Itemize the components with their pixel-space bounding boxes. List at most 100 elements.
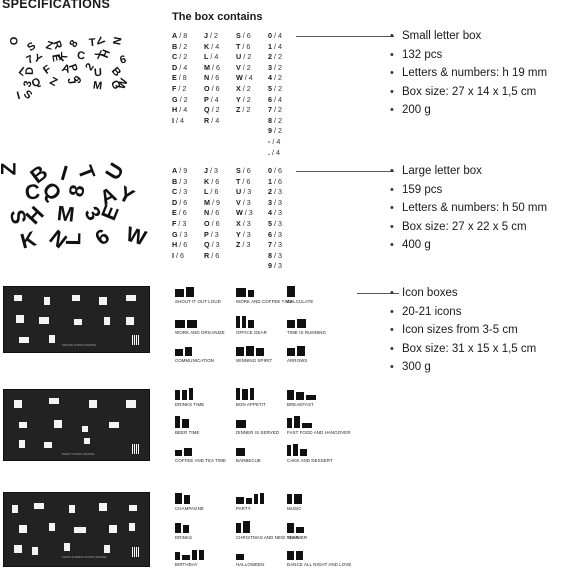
- cell-separator: /: [272, 176, 278, 186]
- table-cell: A / 9: [172, 166, 188, 175]
- icon-caption: MUSIC: [287, 506, 302, 511]
- table-cell: F / 2: [172, 83, 187, 93]
- cell-separator: /: [240, 229, 247, 239]
- table-cell: Y / 3: [236, 229, 251, 239]
- cell-separator: /: [272, 218, 278, 228]
- icon-pictogram-icon: [287, 519, 351, 533]
- icon-tile: [99, 297, 107, 305]
- icon-caption: DRINKS: [175, 535, 193, 540]
- icon-tile: [99, 503, 107, 511]
- table-cell: 5 / 3: [268, 218, 282, 228]
- icon-item: CALCULATE: [287, 283, 351, 304]
- table-cell: 6 / 4: [268, 94, 282, 104]
- bullet-icon: •: [390, 48, 394, 61]
- icon-pictogram-icon: [236, 442, 300, 456]
- icon-pictogram-icon: [175, 386, 239, 400]
- icon-pictogram-icon: [175, 314, 239, 328]
- cell-separator: /: [177, 166, 184, 175]
- icon-pictogram-icon: [236, 519, 300, 533]
- table-cell: 4 / 3: [268, 208, 282, 218]
- icon-item: MUSIC: [287, 490, 351, 511]
- cloud-letter: M: [55, 202, 76, 227]
- cloud-letter: T: [72, 162, 99, 183]
- icon-item: ARROWS: [287, 342, 351, 363]
- table-cell: 5 / 2: [268, 83, 282, 93]
- cell-separator: /: [270, 136, 277, 146]
- bullet-icon: •: [390, 85, 394, 98]
- icon-pictogram-icon: [236, 283, 300, 297]
- cell-separator: /: [174, 250, 180, 260]
- table-cell: 2 / 2: [268, 52, 282, 62]
- cell-separator: /: [272, 187, 278, 197]
- icon-caption: TIME IS RUNNING: [287, 330, 327, 335]
- icon-tile: [12, 505, 18, 513]
- cell-separator: /: [272, 115, 278, 125]
- cell-separator: /: [240, 94, 247, 104]
- cell-separator: /: [210, 62, 216, 72]
- icon-tile: [44, 442, 52, 448]
- cell-separator: /: [176, 218, 183, 228]
- spec-item: •400 g: [390, 236, 547, 255]
- icon-item: WORK AND COFFEE TIME: [236, 283, 300, 304]
- cell-separator: /: [208, 166, 214, 175]
- icon-item: SHOUT IT OUT LOUD: [175, 283, 239, 304]
- table-cell: R / 4: [204, 115, 220, 125]
- cloud-letter: W: [115, 76, 131, 92]
- icon-pictogram-icon: [175, 342, 239, 356]
- icon-item: COMMUNICATION: [175, 342, 239, 363]
- cloud-letter: D: [23, 66, 37, 76]
- icon-tile: [19, 337, 29, 343]
- table-cell: G / 3: [172, 229, 188, 239]
- cell-separator: /: [241, 187, 248, 197]
- table-cell: S / 6: [236, 31, 251, 40]
- table-cell: 3 / 2: [268, 62, 282, 72]
- table-cell: V / 3: [236, 197, 251, 207]
- cloud-letter: H: [21, 202, 49, 230]
- icon-tile: [32, 547, 38, 555]
- icon-tile: [19, 440, 25, 448]
- cloud-letter: Z: [0, 163, 21, 176]
- icon-item: COFFEE AND TEA TIME: [175, 442, 239, 463]
- icon-caption: CHRISTMAS AND NEW YEAR: [236, 535, 299, 540]
- icon-caption: DANCE ALL NIGHT AND LOVE: [287, 562, 352, 567]
- cell-separator: /: [209, 105, 216, 115]
- cell-separator: /: [270, 147, 276, 157]
- icon-pictogram-icon: [175, 490, 239, 504]
- cell-separator: /: [177, 229, 184, 239]
- icon-pictogram-icon: [287, 414, 351, 428]
- icon-pictogram-icon: [175, 414, 239, 428]
- icon-caption: DRINKS TIME: [175, 402, 205, 407]
- cell-separator: /: [240, 83, 247, 93]
- icon-tile: [89, 400, 97, 408]
- table-cell: O / 6: [204, 83, 220, 93]
- table-cell: N / 6: [204, 208, 220, 218]
- cell-separator: /: [242, 73, 249, 83]
- cell-separator: /: [209, 250, 216, 260]
- icon-pictogram-icon: [236, 386, 300, 400]
- bullet-icon: •: [390, 342, 394, 355]
- bullet-icon: •: [390, 202, 394, 214]
- table-cell: 8 / 3: [268, 250, 282, 260]
- cloud-letter: 9: [71, 73, 85, 87]
- icon-caption: PARTY: [236, 506, 251, 511]
- table-cell: 9 / 2: [268, 126, 282, 136]
- cell-separator: /: [240, 41, 247, 51]
- table-cell: B / 3: [172, 176, 188, 186]
- icon-item: BIRTHDAY: [175, 546, 239, 567]
- icon-tile: [109, 525, 117, 533]
- table-cell: P / 4: [204, 94, 219, 104]
- spec-item: •Small letter box: [390, 27, 547, 46]
- icon-pictogram-icon: [287, 342, 351, 356]
- bullet-icon: •: [390, 361, 394, 373]
- icon-caption: BON APPETIT: [236, 402, 266, 407]
- large-letter-cloud: ZBITUCQ8AYSHM3EKNL6W: [0, 159, 148, 260]
- cell-separator: /: [272, 166, 278, 175]
- cell-separator: /: [176, 208, 183, 218]
- icon-caption: WINNING SPIRIT: [236, 358, 273, 363]
- icon-item: SUMMER: [287, 519, 351, 540]
- cell-separator: /: [272, 126, 278, 136]
- cell-separator: /: [272, 208, 278, 218]
